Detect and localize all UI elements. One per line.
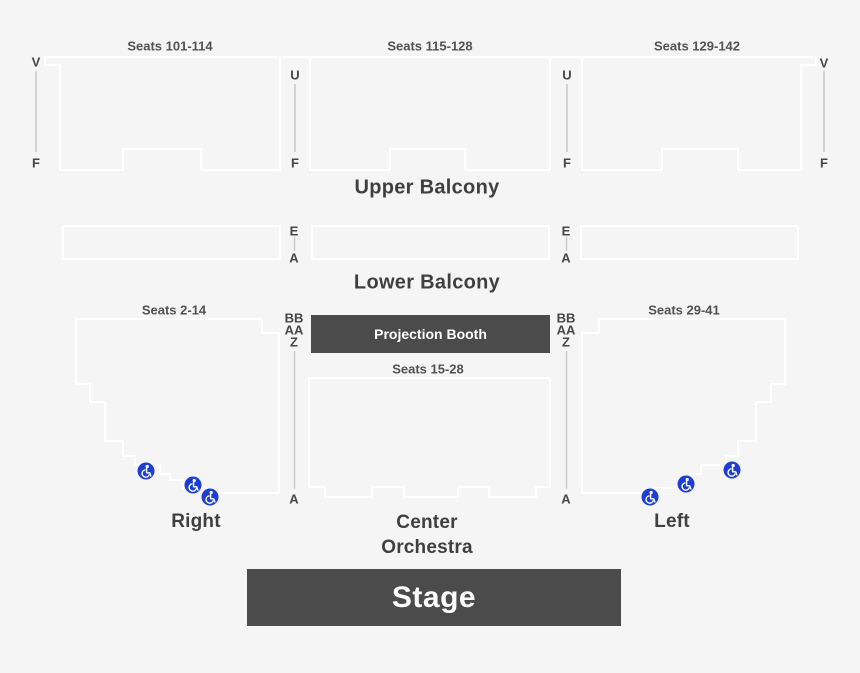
row-letter-a: A: [561, 250, 571, 266]
wheelchair-icon: [641, 488, 659, 506]
lower-balcony-section-right: [580, 225, 799, 260]
wheelchair-icon: [184, 476, 202, 494]
row-letter-v: V: [31, 54, 41, 70]
row-letter-u: U: [562, 67, 572, 83]
orchestra-center-label: Center: [396, 512, 458, 533]
row-letter-f: F: [291, 155, 299, 171]
stage-label: Stage: [391, 580, 477, 614]
lower-balcony-section-center: [311, 225, 550, 260]
orchestra-right-label: Right: [171, 511, 221, 532]
section-label-seats-2-14: Seats 2-14: [141, 302, 207, 318]
row-letter-a: A: [289, 250, 299, 266]
row-letter-f: F: [563, 155, 571, 171]
row-letter-a: A: [289, 491, 299, 507]
section-label-seats-115-128: Seats 115-128: [387, 38, 473, 54]
row-letter-z: Z: [290, 334, 298, 350]
row-letter-v: V: [819, 55, 829, 71]
wheelchair-icon: [723, 461, 741, 479]
wheelchair-icon: [677, 475, 695, 493]
row-letter-bb: BB: [556, 310, 576, 326]
upper-balcony-title: Upper Balcony: [354, 176, 500, 199]
lower-balcony-section-left: [62, 225, 281, 260]
stage: Stage: [247, 569, 621, 626]
orchestra-section-left: [581, 318, 786, 494]
row-letter-bb: BB: [284, 310, 304, 326]
section-label-seats-129-142: Seats 129-142: [653, 38, 741, 54]
projection-booth: Projection Booth: [311, 315, 550, 353]
upper-balcony-section-center: [309, 56, 551, 171]
row-letter-f: F: [820, 155, 828, 171]
orchestra-section-center: [308, 377, 551, 498]
orchestra-title: Orchestra: [381, 537, 473, 558]
wheelchair-icon: [201, 488, 219, 506]
orchestra-left-label: Left: [654, 511, 690, 532]
row-letter-f: F: [32, 155, 40, 171]
wheelchair-icon: [137, 462, 155, 480]
row-letter-a: A: [561, 491, 571, 507]
row-letter-z: Z: [562, 334, 570, 350]
row-letter-e: E: [289, 223, 299, 239]
row-letter-e: E: [561, 223, 571, 239]
orchestra-section-right: [75, 318, 280, 494]
lower-balcony-title: Lower Balcony: [353, 271, 501, 294]
upper-balcony-section-left: [44, 56, 281, 171]
projection-booth-label: Projection Booth: [374, 326, 487, 342]
row-letter-aa: AA: [556, 322, 576, 338]
section-label-seats-101-114: Seats 101-114: [127, 38, 213, 54]
section-label-seats-29-41: Seats 29-41: [648, 302, 720, 318]
row-letter-aa: AA: [284, 322, 304, 338]
section-label-seats-15-28: Seats 15-28: [392, 361, 464, 377]
upper-balcony-section-right: [581, 56, 817, 171]
row-letter-u: U: [290, 67, 300, 83]
